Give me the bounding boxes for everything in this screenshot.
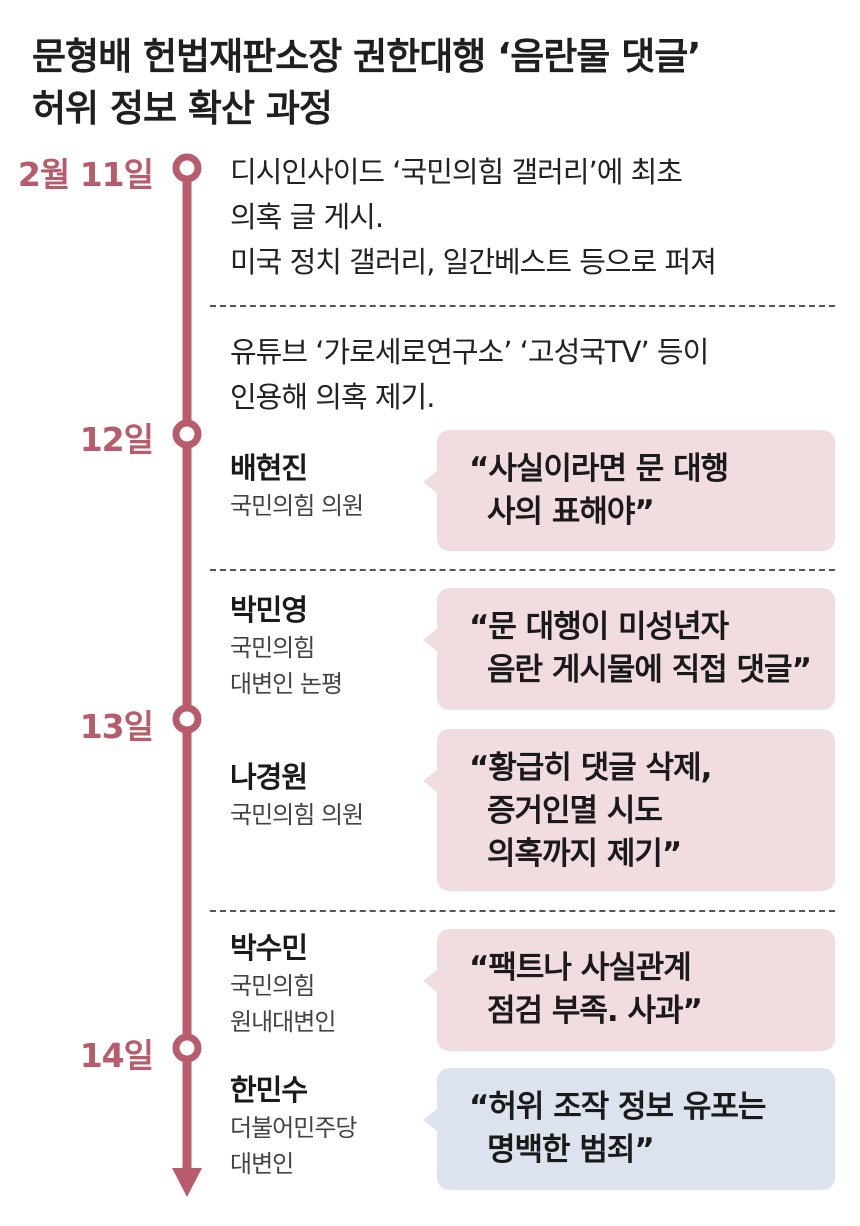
speaker-park-minyoung: 박민영 국민의힘 대변인 논평 — [230, 590, 343, 702]
headline-line-2: 허위 정보 확산 과정 — [32, 87, 333, 130]
speaker-role: 국민의힘 의원 — [230, 492, 364, 520]
timeline-dot-14 — [172, 1033, 202, 1063]
speaker-name: 나경원 — [230, 760, 308, 794]
event-youtube: 유튜브 ‘가로세로연구소’ ‘고성국TV’ 등이 인용해 의혹 제기. — [230, 330, 709, 420]
timeline-dot-feb11 — [172, 153, 202, 183]
quote-bubble-na-kyungwon: “황급히 댓글 삭제, 증거인멸 시도 의혹까지 제기” — [423, 729, 835, 891]
event-dcinside-line-1: 디시인사이드 ‘국민의힘 갤러리’에 최초 — [230, 155, 683, 189]
event-youtube-line-1: 유튜브 ‘가로세로연구소’ ‘고성국TV’ 등이 — [230, 335, 709, 369]
speaker-role: 대변인 논평 — [230, 670, 343, 698]
speaker-name: 한민수 — [230, 1073, 308, 1107]
speaker-name: 박민영 — [230, 593, 308, 627]
quote-bubble-bae-hyunjin: “사실이라면 문 대행 사의 표해야” — [423, 430, 835, 551]
date-13: 13일 — [79, 707, 154, 746]
date-feb-11: 2월 11일 — [17, 155, 154, 194]
event-youtube-line-2: 인용해 의혹 제기. — [230, 380, 435, 414]
quote-line: 의혹까지 제기” — [487, 836, 682, 872]
quote-line: 음란 게시물에 직접 댓글” — [487, 652, 812, 688]
divider-1 — [210, 305, 835, 307]
speaker-role: 국민의힘 — [230, 634, 315, 662]
quote-bubble-park-minyoung: “문 대행이 미성년자 음란 게시물에 직접 댓글” — [423, 588, 835, 710]
divider-3 — [210, 910, 835, 912]
event-dcinside: 디시인사이드 ‘국민의힘 갤러리’에 최초 의혹 글 게시. 미국 정치 갤러리… — [230, 150, 717, 285]
date-12: 12일 — [79, 420, 154, 459]
speaker-han-minsu: 한민수 더불어민주당 대변인 — [230, 1070, 357, 1182]
speaker-name: 박수민 — [230, 931, 308, 965]
quote-bubble-han-minsu: “허위 조작 정보 유포는 명백한 범죄” — [423, 1068, 835, 1190]
quote-bubble-park-sumin: “팩트나 사실관계 점검 부족. 사과” — [423, 929, 835, 1051]
speaker-role: 국민의힘 의원 — [230, 801, 364, 829]
quote-line: 점검 부족. 사과” — [487, 993, 703, 1029]
quote-line: “문 대행이 미성년자 — [469, 609, 729, 645]
quote-line: 증거인멸 시도 — [487, 793, 663, 829]
speaker-name: 배현진 — [230, 451, 308, 485]
speaker-role: 국민의힘 — [230, 972, 315, 1000]
quote-line: “사실이라면 문 대행 — [469, 451, 729, 487]
quote-line: 사의 표해야” — [487, 494, 655, 530]
divider-2 — [210, 569, 835, 571]
speaker-role: 원내대변인 — [230, 1008, 336, 1036]
quote-line: “허위 조작 정보 유포는 — [469, 1089, 766, 1125]
speaker-park-sumin: 박수민 국민의힘 원내대변인 — [230, 928, 336, 1040]
speaker-bae-hyunjin: 배현진 국민의힘 의원 — [230, 448, 364, 524]
quote-line: 명백한 범죄” — [487, 1132, 655, 1168]
event-dcinside-line-2: 의혹 글 게시. — [230, 200, 384, 234]
speaker-role: 대변인 — [230, 1150, 294, 1178]
date-14: 14일 — [79, 1036, 154, 1075]
timeline-dot-13 — [172, 704, 202, 734]
speaker-na-kyungwon: 나경원 국민의힘 의원 — [230, 757, 364, 833]
headline-line-1: 문형배 헌법재판소장 권한대행 ‘음란물 댓글’ — [32, 35, 701, 78]
timeline-dot-12 — [172, 419, 202, 449]
event-dcinside-line-3: 미국 정치 갤러리, 일간베스트 등으로 퍼져 — [230, 245, 717, 279]
quote-line: “황급히 댓글 삭제, — [469, 750, 712, 786]
timeline-arrowhead — [172, 1168, 202, 1197]
quote-line: “팩트나 사실관계 — [469, 950, 692, 986]
speaker-role: 더불어민주당 — [230, 1114, 357, 1142]
